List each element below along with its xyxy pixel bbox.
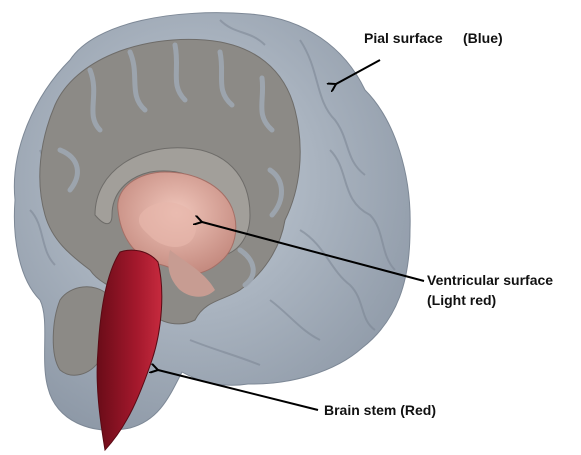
pial-surface-label: Pial surface xyxy=(364,29,443,48)
brain-stem-label: Brain stem (Red) xyxy=(324,401,436,420)
ventricular-surface-color-label: (Light red) xyxy=(427,291,496,310)
ventricular-surface-label: Ventricular surface xyxy=(427,271,553,290)
pial-surface-color-label: (Blue) xyxy=(463,29,503,48)
